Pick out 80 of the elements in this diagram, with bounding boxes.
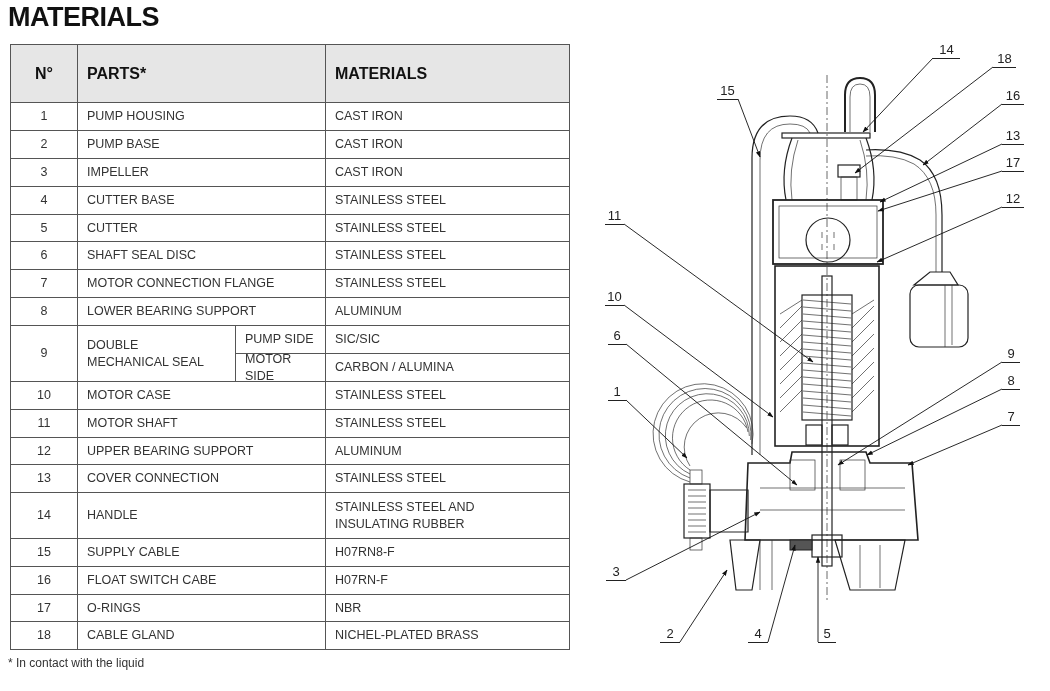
part-name: MOTOR CONNECTION FLANGE <box>78 270 325 298</box>
part-name: LOWER BEARING SUPPORT <box>78 298 325 326</box>
part-name: PUMP HOUSING <box>78 103 325 130</box>
callout-number: 3 <box>606 563 626 581</box>
part-name: MOTOR SIDE <box>236 354 325 382</box>
callout-number: 17 <box>1002 154 1024 172</box>
footnote: * In contact with the liquid <box>8 656 145 670</box>
material-name: CAST IRON <box>326 158 569 186</box>
callout-number: 9 <box>1002 345 1020 363</box>
part-number: 13 <box>11 465 77 493</box>
material-name: STAINLESS STEEL <box>326 465 569 493</box>
material-name: NICHEL-PLATED BRASS <box>326 622 569 650</box>
material-name: STAINLESS STEEL <box>326 242 569 270</box>
part-number: 2 <box>11 130 77 158</box>
part-number: 3 <box>11 158 77 186</box>
material-name: ALUMINUM <box>326 298 569 326</box>
part-number: 7 <box>11 270 77 298</box>
material-name: STAINLESS STEEL <box>326 409 569 437</box>
material-name: NBR <box>326 594 569 622</box>
part-name: IMPELLER <box>78 158 325 186</box>
column-header: PARTS* <box>78 45 325 102</box>
callout-number: 8 <box>1002 372 1020 390</box>
part-number: 5 <box>11 214 77 242</box>
part-number: 9 <box>11 326 77 382</box>
part-number: 6 <box>11 242 77 270</box>
material-name: CAST IRON <box>326 130 569 158</box>
part-name: O-RINGS <box>78 594 325 622</box>
callout-number: 18 <box>993 50 1016 68</box>
callout-number: 16 <box>1002 87 1024 105</box>
part-name: FLOAT SWITCH CABE <box>78 566 325 594</box>
callout-number: 5 <box>818 625 836 643</box>
part-number: 18 <box>11 622 77 650</box>
part-name: CUTTER <box>78 214 325 242</box>
callout-number: 10 <box>605 288 624 306</box>
material-name: ALUMINUM <box>326 437 569 465</box>
part-name: PUMP BASE <box>78 130 325 158</box>
part-name: MOTOR CASE <box>78 382 325 409</box>
material-name: CAST IRON <box>326 103 569 130</box>
material-name: STAINLESS STEEL <box>326 270 569 298</box>
callout-number: 11 <box>605 207 624 225</box>
callout-number: 13 <box>1002 127 1024 145</box>
material-name: SIC/SIC <box>326 326 569 354</box>
material-name: STAINLESS STEEL <box>326 186 569 214</box>
material-name: STAINLESS STEEL <box>326 382 569 409</box>
material-name: CARBON / ALUMINA <box>326 354 569 382</box>
column-header: MATERIALS <box>326 45 569 102</box>
callout-number: 12 <box>1002 190 1024 208</box>
part-number: 11 <box>11 409 77 437</box>
part-name: UPPER BEARING SUPPORT <box>78 437 325 465</box>
part-number: 10 <box>11 382 77 409</box>
part-number: 12 <box>11 437 77 465</box>
part-name: SUPPLY CABLE <box>78 539 325 566</box>
part-number: 17 <box>11 594 77 622</box>
part-name: MOTOR SHAFT <box>78 409 325 437</box>
part-name: PUMP SIDE <box>236 326 325 354</box>
callout-number: 6 <box>608 327 626 345</box>
part-name: CUTTER BASE <box>78 186 325 214</box>
callout-number: 1 <box>608 383 626 401</box>
material-name: H07RN-F <box>326 566 569 594</box>
part-number: 14 <box>11 493 77 539</box>
column-header: N° <box>11 45 77 102</box>
part-number: 15 <box>11 539 77 566</box>
page-title: MATERIALS <box>8 2 159 33</box>
part-name: CABLE GLAND <box>78 622 325 650</box>
callout-number: 4 <box>748 625 768 643</box>
part-number: 1 <box>11 103 77 130</box>
material-name: STAINLESS STEEL <box>326 214 569 242</box>
part-name: HANDLE <box>78 493 325 539</box>
callout-number: 7 <box>1002 408 1020 426</box>
callout-number: 2 <box>660 625 680 643</box>
part-number: 16 <box>11 566 77 594</box>
material-name: STAINLESS STEEL AND INSULATING RUBBER <box>326 493 569 539</box>
part-name: SHAFT SEAL DISC <box>78 242 325 270</box>
material-name: H07RN8-F <box>326 539 569 566</box>
part-number: 8 <box>11 298 77 326</box>
callout-number: 15 <box>717 82 738 100</box>
part-number: 4 <box>11 186 77 214</box>
part-name: DOUBLE MECHANICAL SEAL <box>78 326 235 382</box>
part-name: COVER CONNECTION <box>78 465 325 493</box>
callout-number: 14 <box>933 41 960 59</box>
